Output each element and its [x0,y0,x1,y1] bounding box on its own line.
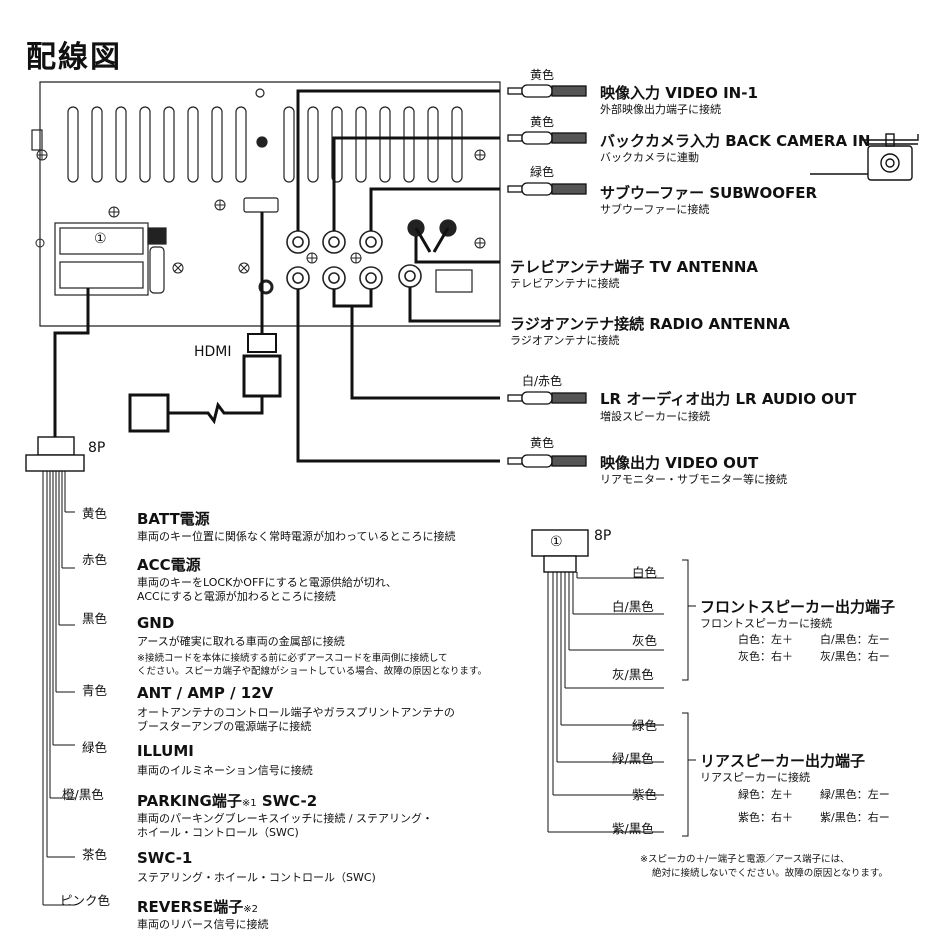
head-unit-rear [31,81,501,327]
hdmi-label: HDMI [194,344,232,360]
vent-slots-left [67,106,247,183]
pin1-mark-right: ① [550,534,563,550]
pin1-mark-left: ① [94,231,107,247]
connector-8p-right-label: 8P [594,528,612,544]
page-title: 配線図 [26,40,122,75]
connector-8p-right [531,529,696,837]
connector-8p-left-label: 8P [88,440,106,456]
vent-slots-right [283,106,463,183]
back-camera-icon [810,133,919,181]
hdmi-cable [128,333,282,433]
rca-wires [53,89,500,463]
connector-8p-left [25,436,85,906]
rca-plugs [507,84,587,468]
